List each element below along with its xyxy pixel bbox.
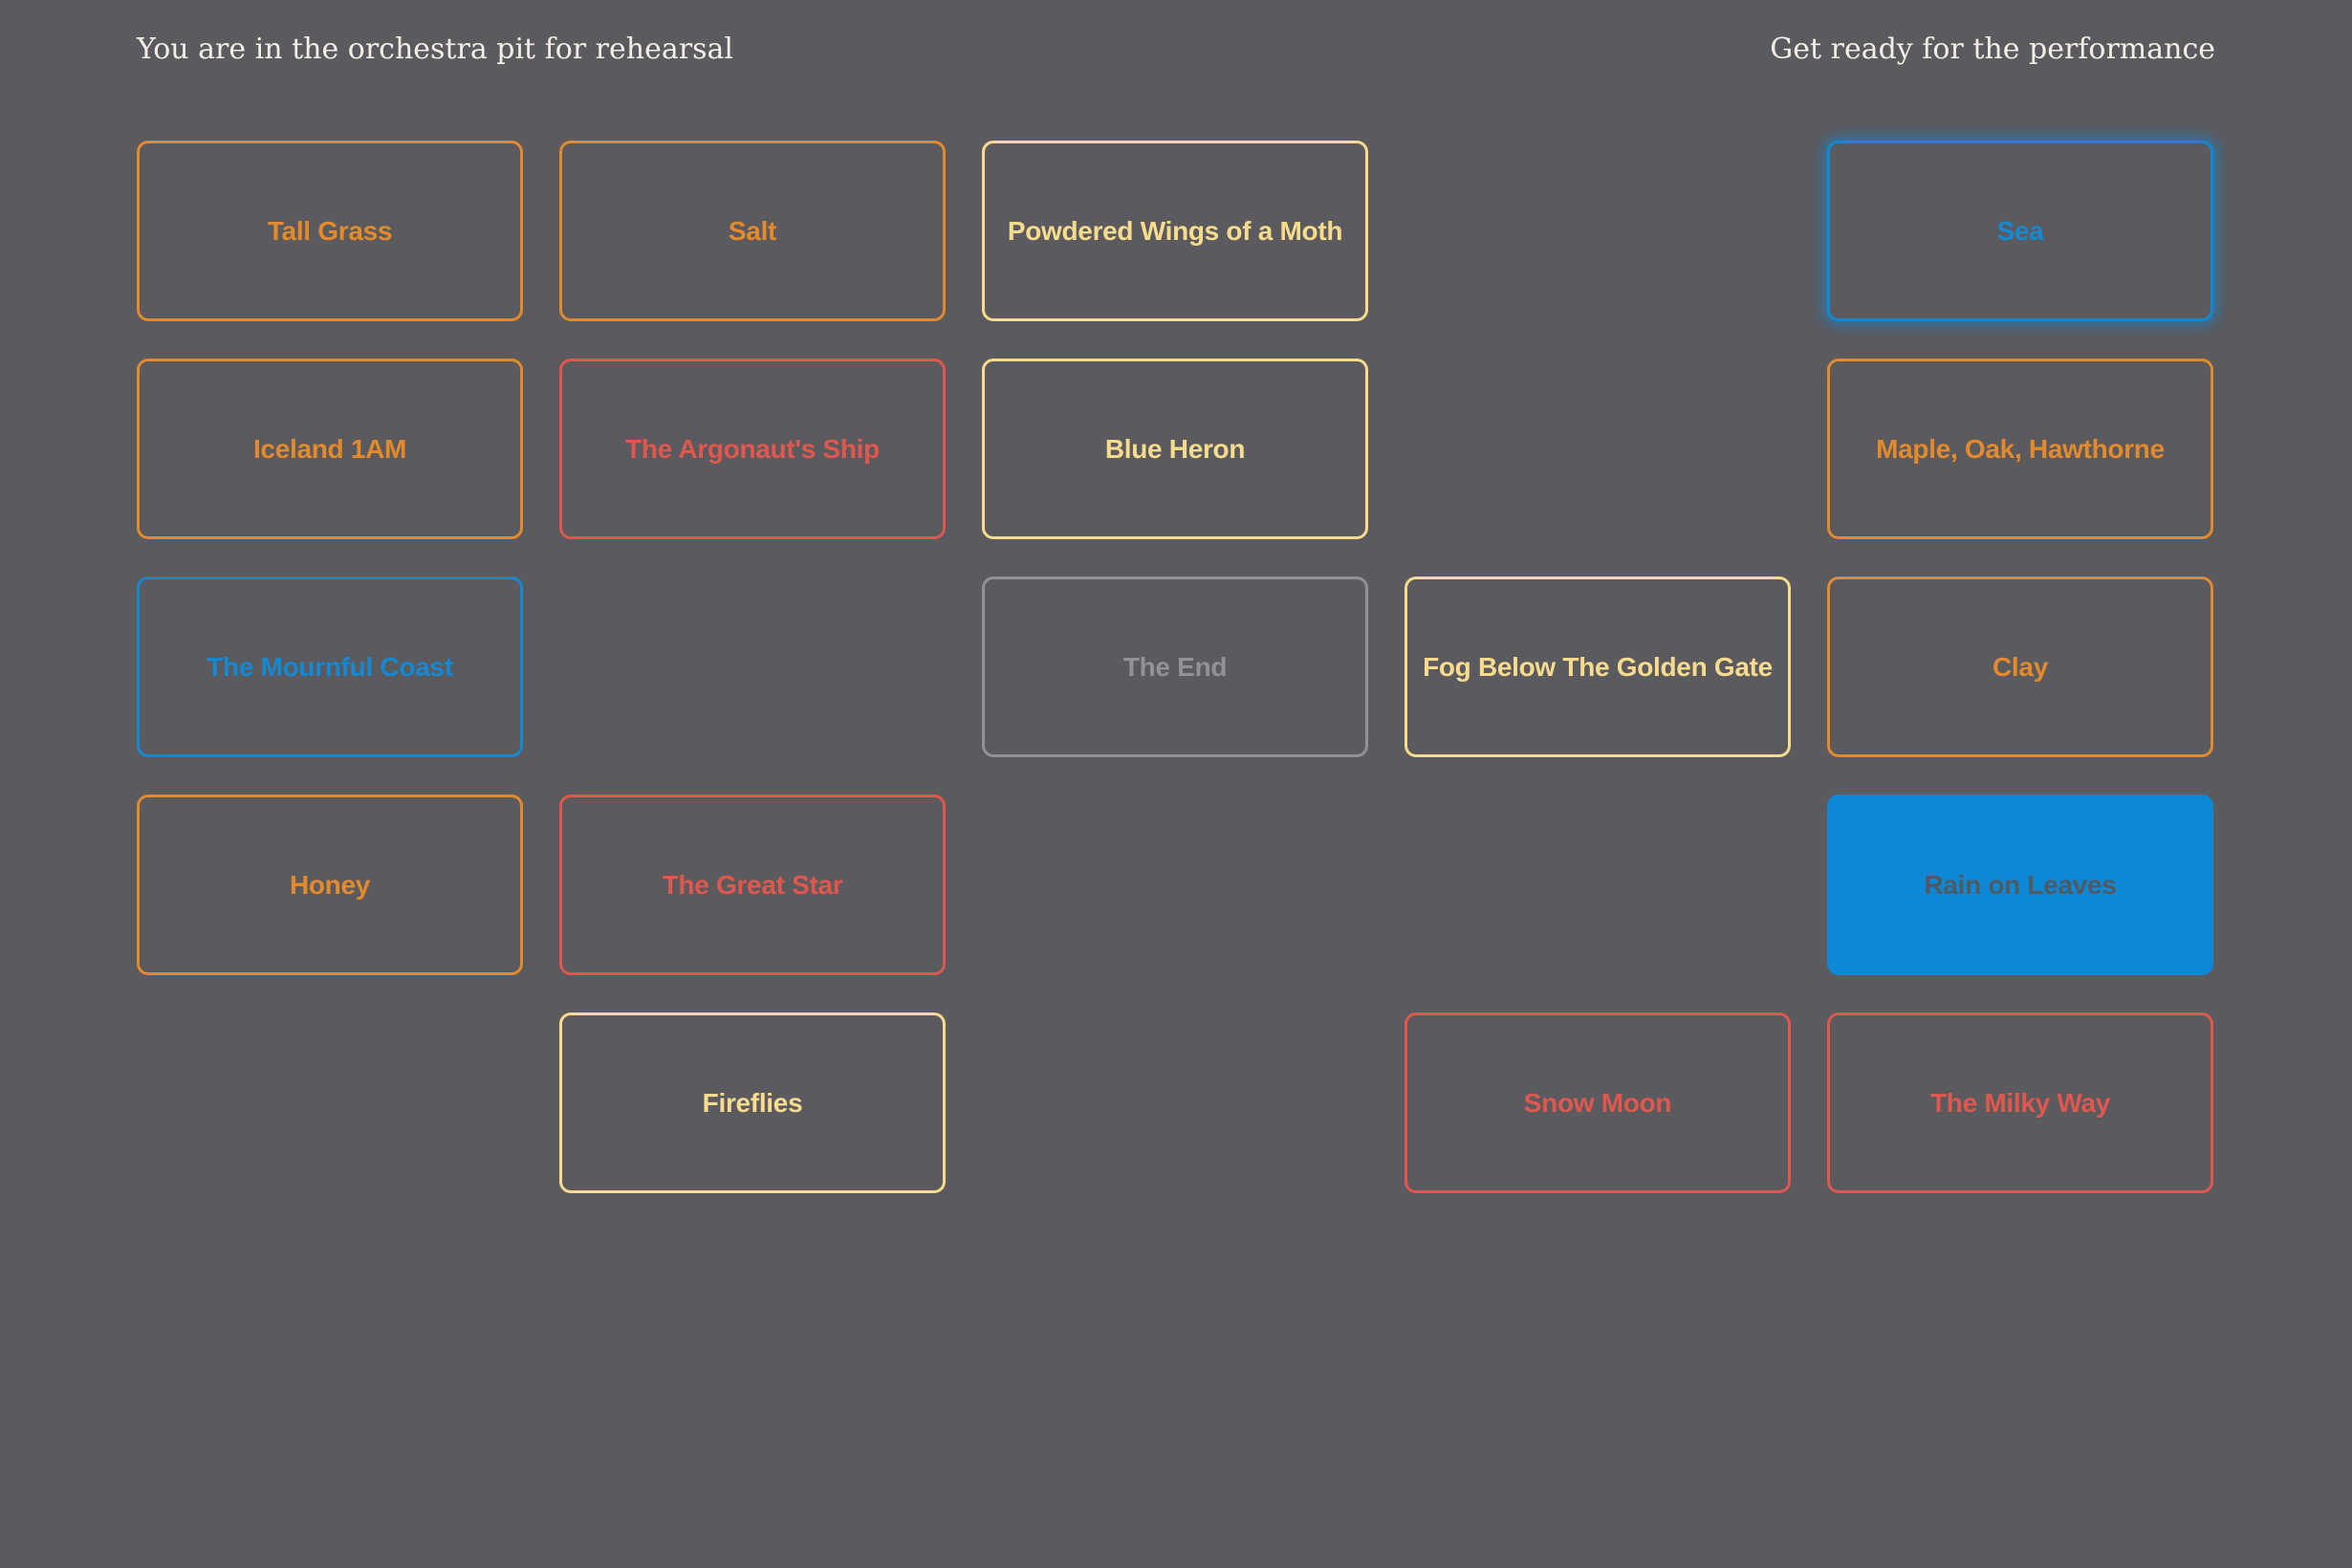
- tile-the-milky-way[interactable]: The Milky Way: [1827, 1013, 2213, 1193]
- tile-label: Iceland 1AM: [252, 433, 407, 464]
- tile-maple-oak-hawthorne[interactable]: Maple, Oak, Hawthorne: [1827, 359, 2213, 539]
- tile-powdered-wings-of-a-moth[interactable]: Powdered Wings of a Moth: [982, 141, 1368, 321]
- tile-fog-below-the-golden-gate[interactable]: Fog Below The Golden Gate: [1405, 577, 1791, 757]
- tile-label: Salt: [728, 215, 777, 246]
- tile-label: Powdered Wings of a Moth: [1007, 215, 1343, 246]
- tile-blue-heron[interactable]: Blue Heron: [982, 359, 1368, 539]
- tile-label: The Great Star: [662, 869, 843, 900]
- tile-label: Snow Moon: [1523, 1087, 1672, 1118]
- rehearsal-status-text: You are in the orchestra pit for rehears…: [137, 33, 733, 66]
- tile-label: The End: [1122, 651, 1228, 682]
- tile-label: The Mournful Coast: [207, 651, 453, 682]
- tile-label: Clay: [1993, 651, 2048, 682]
- tile-the-end[interactable]: The End: [982, 577, 1368, 757]
- tile-sea[interactable]: Sea: [1827, 141, 2213, 321]
- tile-label: Maple, Oak, Hawthorne: [1876, 433, 2165, 464]
- tile-rain-on-leaves[interactable]: Rain on Leaves: [1827, 795, 2213, 975]
- tile-label: Fireflies: [702, 1087, 803, 1118]
- tile-label: Tall Grass: [267, 215, 393, 246]
- performance-status-text: Get ready for the performance: [1770, 33, 2215, 66]
- tile-label: Blue Heron: [1104, 433, 1246, 464]
- tile-label: The Milky Way: [1930, 1087, 2110, 1118]
- tile-label: The Argonaut's Ship: [625, 433, 880, 464]
- tile-the-great-star[interactable]: The Great Star: [559, 795, 946, 975]
- tile-fireflies[interactable]: Fireflies: [559, 1013, 946, 1193]
- tile-label: Rain on Leaves: [1924, 869, 2117, 900]
- tile-label: Sea: [1996, 215, 2044, 246]
- tile-iceland-1am[interactable]: Iceland 1AM: [137, 359, 523, 539]
- tile-the-argonaut-s-ship[interactable]: The Argonaut's Ship: [559, 359, 946, 539]
- tile-the-mournful-coast[interactable]: The Mournful Coast: [137, 577, 523, 757]
- tile-tall-grass[interactable]: Tall Grass: [137, 141, 523, 321]
- tile-salt[interactable]: Salt: [559, 141, 946, 321]
- tile-honey[interactable]: Honey: [137, 795, 523, 975]
- sound-tile-grid: Tall Grass Salt Powdered Wings of a Moth Se…: [137, 141, 2215, 1193]
- tile-clay[interactable]: Clay: [1827, 577, 2213, 757]
- tile-label: Fog Below The Golden Gate: [1423, 651, 1773, 682]
- tile-snow-moon[interactable]: Snow Moon: [1405, 1013, 1791, 1193]
- tile-label: Honey: [289, 869, 371, 900]
